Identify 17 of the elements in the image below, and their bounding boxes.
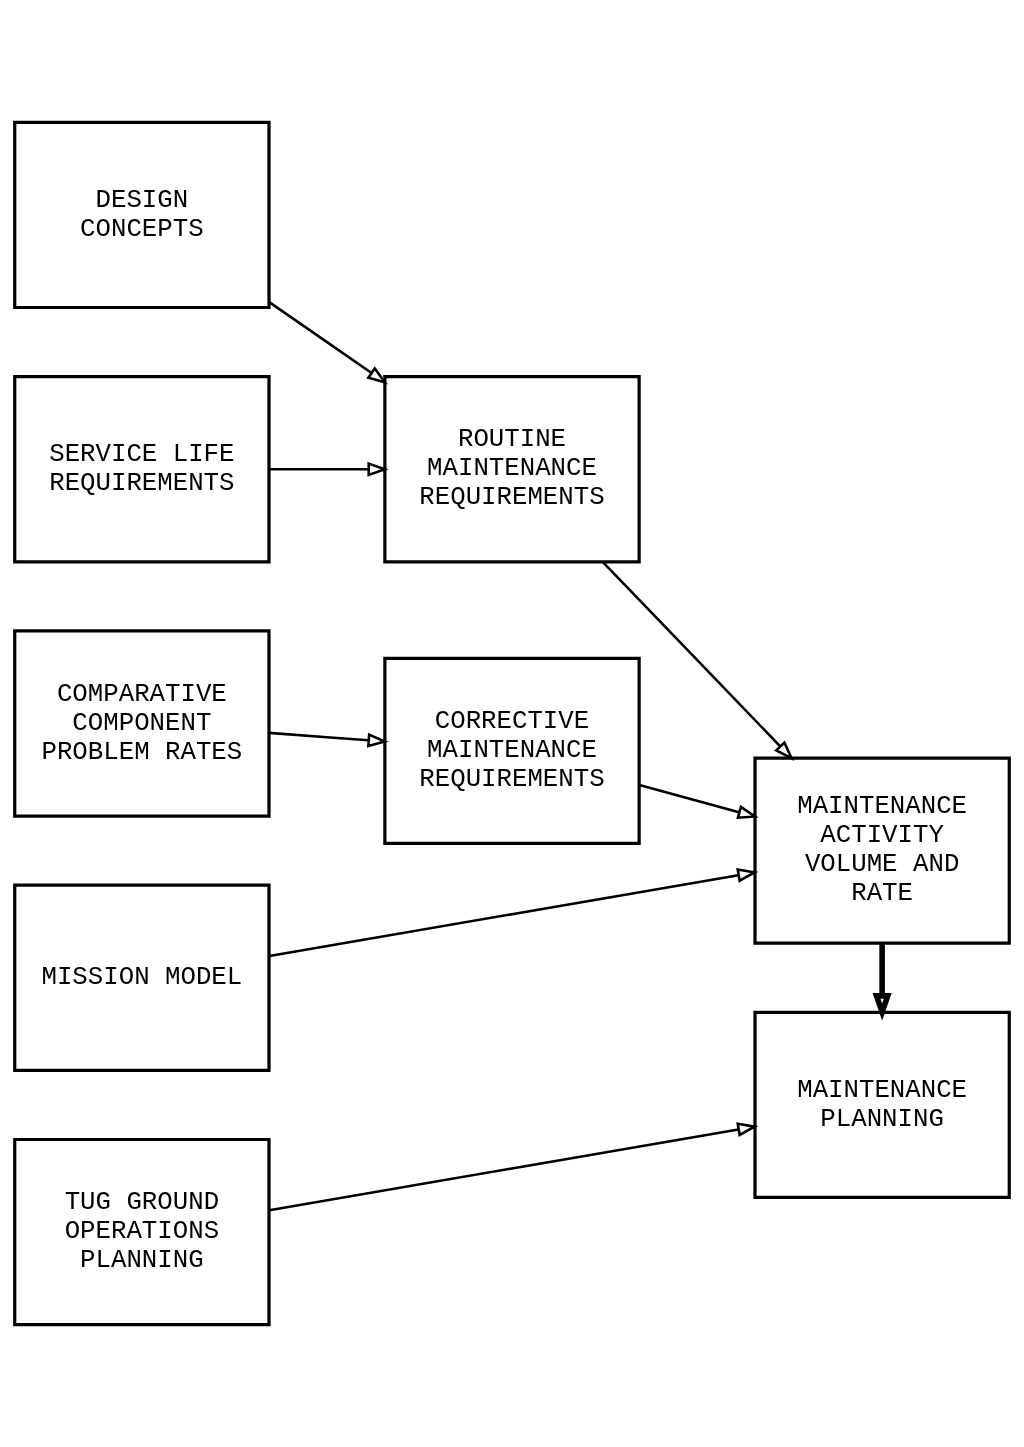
node-box: SERVICE LIFE REQUIREMENTS: [13, 375, 271, 564]
arrow: [269, 461, 389, 477]
node-box: ROUTINE MAINTENANCE REQUIREMENTS: [383, 375, 641, 564]
node-box: CORRECTIVE MAINTENANCE REQUIREMENTS: [383, 656, 641, 845]
arrow: [872, 943, 892, 1021]
arrow: [269, 1122, 759, 1212]
node-box: COMPARATIVE COMPONENT PROBLEM RATES: [13, 629, 271, 818]
arrow: [639, 783, 759, 820]
arrow: [601, 561, 795, 761]
node-box: MAINTENANCE ACTIVITY VOLUME AND RATE: [753, 756, 1011, 945]
arrow: [268, 301, 388, 385]
node-box: MAINTENANCE PLANNING: [753, 1010, 1011, 1200]
node-box: MISSION MODEL: [13, 883, 271, 1072]
node-box: DESIGN CONCEPTS: [13, 120, 271, 310]
node-box: TUG GROUND OPERATIONS PLANNING: [13, 1137, 271, 1327]
arrow: [269, 731, 389, 748]
arrow: [269, 867, 759, 958]
